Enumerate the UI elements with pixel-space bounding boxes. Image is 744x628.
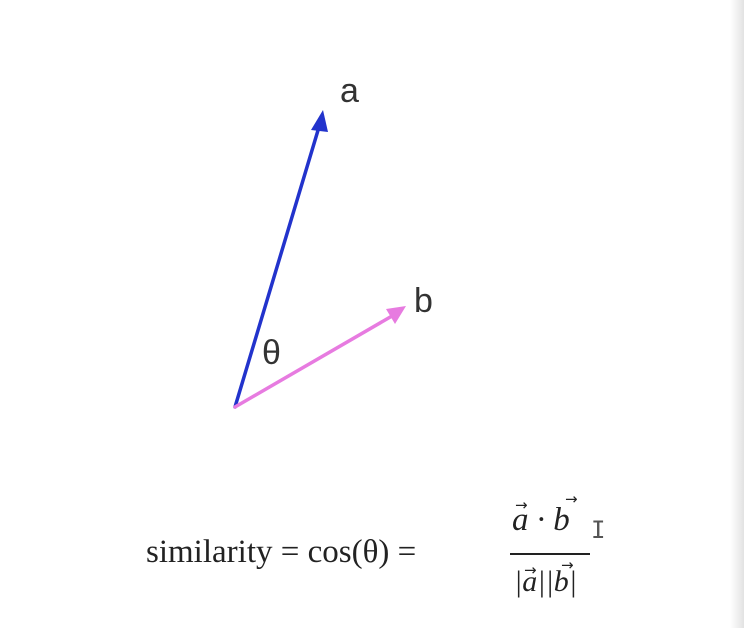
vector-a-arrowhead (311, 110, 328, 132)
vector-b-line (233, 314, 394, 409)
vector-a-line (233, 125, 321, 409)
vector-b-arrowhead (386, 306, 406, 324)
vector-a-label: a (340, 72, 359, 110)
angle-label: θ (262, 334, 281, 372)
window-edge (730, 0, 744, 628)
text-cursor-icon: I (591, 516, 606, 544)
vector-b-label: b (414, 282, 433, 320)
